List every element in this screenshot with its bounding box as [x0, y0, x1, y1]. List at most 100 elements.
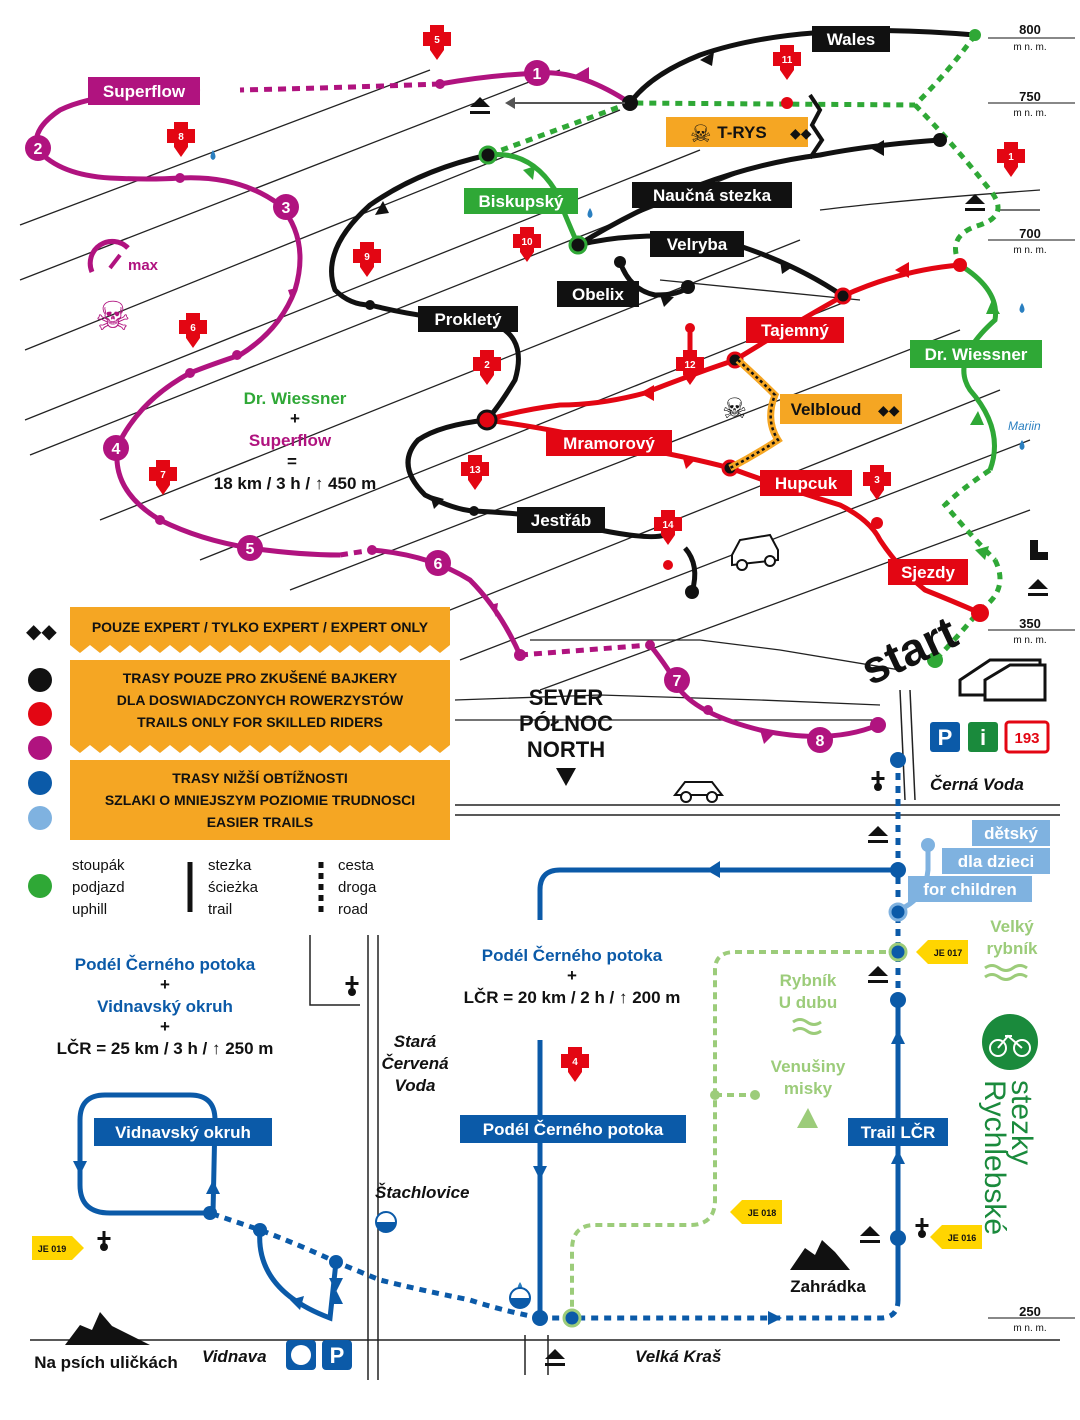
marker-number: 7	[160, 470, 166, 481]
legend-red-dot	[28, 702, 52, 726]
label-superflow[interactable]: Superflow	[103, 82, 186, 101]
svg-text:+: +	[567, 966, 577, 985]
je-sign-label: JE 018	[748, 1208, 777, 1218]
label-trys[interactable]: T-RYS	[717, 123, 766, 142]
first-aid-marker: 5	[423, 25, 451, 60]
je-sign: JE 019	[32, 1236, 84, 1260]
first-aid-marker: 6	[179, 313, 207, 348]
legend: POUZE EXPERT / TYLKO EXPERT / EXPERT ONL…	[26, 607, 450, 918]
superflow-number-marker: 1	[524, 60, 550, 86]
elev-unit-350: m n. m.	[1013, 635, 1046, 646]
misc-icons	[210, 150, 1048, 1309]
brand-rychlebske: Rychlebské	[978, 1080, 1011, 1235]
start-label: start	[853, 606, 965, 695]
marker-number: 9	[364, 252, 370, 263]
svg-text:road: road	[338, 901, 368, 918]
label-velbloud[interactable]: Velbloud	[791, 400, 862, 419]
label-tajemny[interactable]: Tajemný	[761, 321, 829, 340]
legend-magenta-dot	[28, 736, 52, 760]
chapel-cross-icon	[915, 1218, 929, 1231]
svg-text:TRASY NIŽŠÍ OBTÍŽNOSTI: TRASY NIŽŠÍ OBTÍŽNOSTI	[172, 769, 348, 786]
svg-text:+: +	[160, 1017, 170, 1036]
svg-text:SEVER: SEVER	[529, 685, 604, 710]
svg-text:LČR = 20 km / 2 h / ↑ 200 m: LČR = 20 km / 2 h / ↑ 200 m	[464, 988, 681, 1007]
shelter-icon	[868, 826, 888, 843]
label-hupcuk[interactable]: Hupcuk	[775, 474, 838, 493]
superflow-number-marker: 7	[664, 667, 690, 693]
svg-text:Podél Černého potoka: Podél Černého potoka	[75, 955, 256, 974]
elev-unit-250: m n. m.	[1013, 1323, 1046, 1334]
marker-number: 4	[572, 1057, 578, 1068]
elev-350: 350	[1019, 616, 1041, 631]
je-sign: JE 018	[730, 1200, 782, 1224]
first-aid-marker: 12	[676, 350, 704, 385]
chapel-cross-icon	[97, 1231, 111, 1244]
svg-text:TRAILS ONLY FOR SKILLED RIDERS: TRAILS ONLY FOR SKILLED RIDERS	[137, 714, 383, 730]
svg-text:+: +	[290, 409, 300, 428]
marker-number: 14	[662, 520, 674, 531]
label-podel-cerneho-potoka[interactable]: Podél Černého potoka	[483, 1120, 664, 1139]
legend-expert-icon: ◆◆	[26, 621, 57, 643]
place-velka-kras: Velká Kraš	[635, 1347, 722, 1366]
svg-text:Voda: Voda	[395, 1076, 436, 1095]
first-aid-marker: 4	[561, 1047, 589, 1082]
label-vidnavsky-okruh[interactable]: Vidnavský okruh	[115, 1123, 251, 1142]
water-drop-icon	[587, 208, 593, 218]
marker-number: 7	[673, 673, 682, 690]
place-mariin: Mariin	[1008, 419, 1041, 433]
svg-text:droga: droga	[338, 879, 377, 896]
svg-text:DLA DOSWIADCZONYCH ROWERZYSTÓW: DLA DOSWIADCZONYCH ROWERZYSTÓW	[117, 691, 404, 708]
label-wales[interactable]: Wales	[827, 30, 876, 49]
first-aid-marker: 2	[473, 350, 501, 385]
hill-icons	[65, 1240, 850, 1345]
legend-green-dot	[28, 874, 52, 898]
svg-text:EASIER TRAILS: EASIER TRAILS	[207, 814, 314, 830]
label-sjezdy[interactable]: Sjezdy	[901, 563, 955, 582]
label-velryba[interactable]: Velryba	[667, 235, 728, 254]
svg-text:SZLAKI O MNIEJSZYM POZIOMIE TR: SZLAKI O MNIEJSZYM POZIOMIE TRUDNOSCI	[105, 792, 415, 808]
label-prokety[interactable]: Prokletý	[434, 310, 502, 329]
chapel-base-icon	[918, 1230, 926, 1238]
label-dla-dzieci[interactable]: dla dzieci	[958, 852, 1035, 871]
first-aid-marker: 13	[461, 455, 489, 490]
label-obelix[interactable]: Obelix	[572, 285, 625, 304]
lightgreen-trail	[570, 950, 898, 1318]
label-detsky[interactable]: dětský	[984, 824, 1038, 843]
first-aid-marker: 7	[149, 460, 177, 495]
car-icons	[672, 533, 779, 803]
label-dr-wiessner[interactable]: Dr. Wiessner	[925, 345, 1028, 364]
label-biskupsky[interactable]: Biskupský	[478, 192, 564, 211]
svg-text:18 km / 3 h / ↑ 450 m: 18 km / 3 h / ↑ 450 m	[214, 474, 377, 493]
first-aid-marker: 8	[167, 122, 195, 157]
svg-text:podjazd: podjazd	[72, 879, 125, 896]
first-aid-marker: 3	[863, 465, 891, 500]
chapel-base-icon	[100, 1243, 108, 1251]
marker-number: 12	[684, 360, 696, 371]
label-naucna-stezka[interactable]: Naučná stezka	[653, 186, 772, 205]
superflow-number-marker: 5	[237, 535, 263, 561]
marker-number: 2	[484, 360, 490, 371]
label-jestrab[interactable]: Jestřáb	[531, 511, 591, 530]
combo-info-3: Podél Černého potoka + Vidnavský okruh +…	[57, 955, 274, 1058]
label-trail-lcr[interactable]: Trail LČR	[861, 1123, 936, 1142]
marker-number: 5	[246, 541, 255, 558]
roads	[30, 689, 1060, 1380]
marker-number: 3	[874, 475, 880, 486]
marker-number: 2	[34, 141, 43, 158]
legend-blue-dot	[28, 771, 52, 795]
label-mramorovy[interactable]: Mramorový	[563, 434, 655, 453]
label-for-children[interactable]: for children	[923, 880, 1017, 899]
water-drop-icon	[1019, 440, 1025, 450]
svg-text:PÓŁNOC: PÓŁNOC	[519, 711, 613, 736]
svg-text:misky: misky	[784, 1079, 833, 1098]
first-aid-marker: 11	[773, 45, 801, 80]
first-aid-marker: 9	[353, 242, 381, 277]
svg-text:TRASY POUZE PRO ZKUŠENÉ BAJKER: TRASY POUZE PRO ZKUŠENÉ BAJKERY	[123, 669, 398, 686]
legend-lightblue-dot	[28, 806, 52, 830]
cross-symbols	[97, 97, 1048, 1366]
legend-black-dot	[28, 668, 52, 692]
